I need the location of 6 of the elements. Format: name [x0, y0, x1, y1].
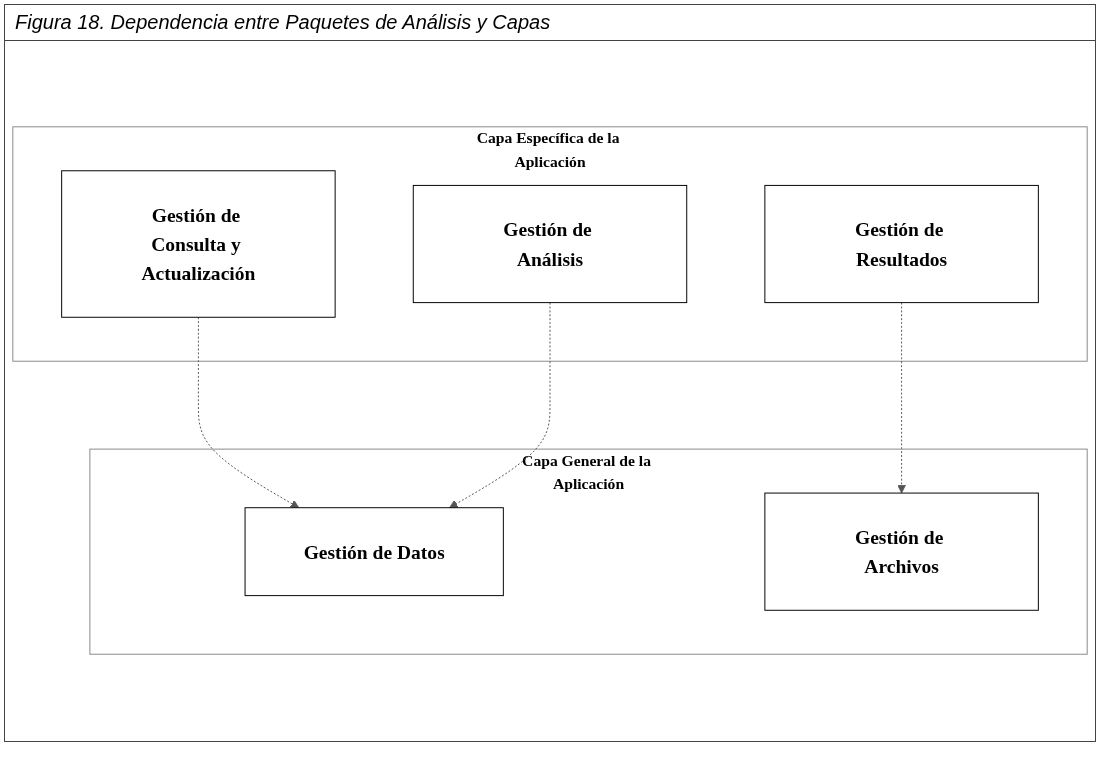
node-box: Gestión de Resultados: [764, 185, 1039, 304]
node-box: Gestión de Análisis: [412, 185, 688, 304]
node-box: Gestión de Datos: [244, 507, 504, 597]
figure-title: Figura 18. Dependencia entre Paquetes de Análisis y Capas: [4, 4, 1096, 40]
node-box: Gestión de Consulta y Actualización: [61, 170, 336, 319]
node-box: Gestión de Archivos: [764, 493, 1039, 612]
